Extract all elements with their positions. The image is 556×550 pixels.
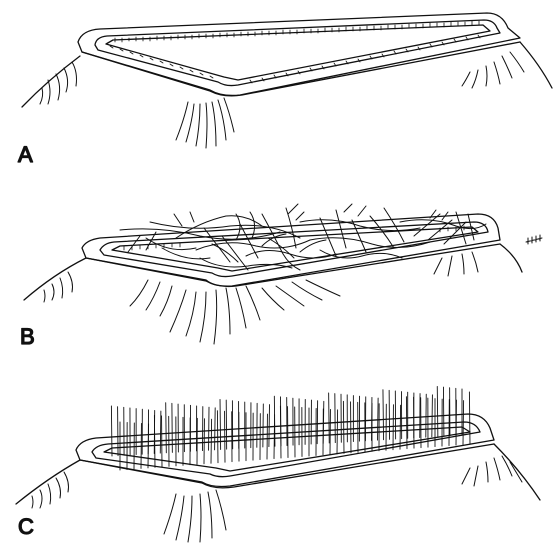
panel-a-slab-edge [82, 42, 520, 96]
panel-a: A [18, 13, 552, 167]
panel-a-label: A [18, 142, 33, 167]
panel-a-hill-right [520, 42, 552, 88]
fiber-line [400, 405, 401, 449]
panel-c: C [16, 386, 540, 542]
panel-b: B [20, 204, 542, 349]
fiber-line [378, 398, 379, 440]
panel-c-groove-outer [92, 422, 480, 477]
panel-a-hill-strokes [40, 52, 524, 148]
panel-a-groove-outer [95, 20, 500, 86]
fiber-line [280, 406, 281, 458]
fiber-line [469, 392, 470, 444]
fiber-line [111, 406, 112, 456]
panel-b-hill-left [24, 258, 86, 300]
fiber-line [329, 393, 330, 443]
panel-c-label: C [18, 514, 34, 539]
panel-c-hill-strokes [32, 456, 522, 542]
fiber-line [432, 395, 433, 437]
fiber-line [337, 410, 338, 454]
fiber-line [269, 405, 270, 447]
fiber-line [166, 403, 167, 453]
fiber-line [217, 411, 218, 463]
panel-b-groove-outer [100, 222, 488, 277]
fiber-line [154, 415, 155, 467]
fiber-line [343, 401, 344, 453]
panel-c-hill-left [16, 460, 80, 504]
fiber-line [437, 386, 438, 436]
fiber-line [215, 408, 216, 450]
panel-b-right-ticks [526, 235, 542, 244]
panel-c-outer-rim [76, 414, 494, 487]
panel-c-hill-right [494, 444, 540, 500]
fiber-line [148, 424, 149, 468]
panel-a-hill-left [22, 56, 80, 107]
fiber-line [463, 401, 464, 445]
panel-b-hill-right [500, 244, 522, 272]
fiber-line [160, 411, 161, 453]
fiber-line [220, 399, 221, 449]
panel-b-label: B [20, 324, 35, 349]
fiber-line [406, 397, 407, 449]
fiber-line [383, 390, 384, 440]
fiber-line [274, 415, 275, 459]
fiber-line [211, 419, 212, 463]
